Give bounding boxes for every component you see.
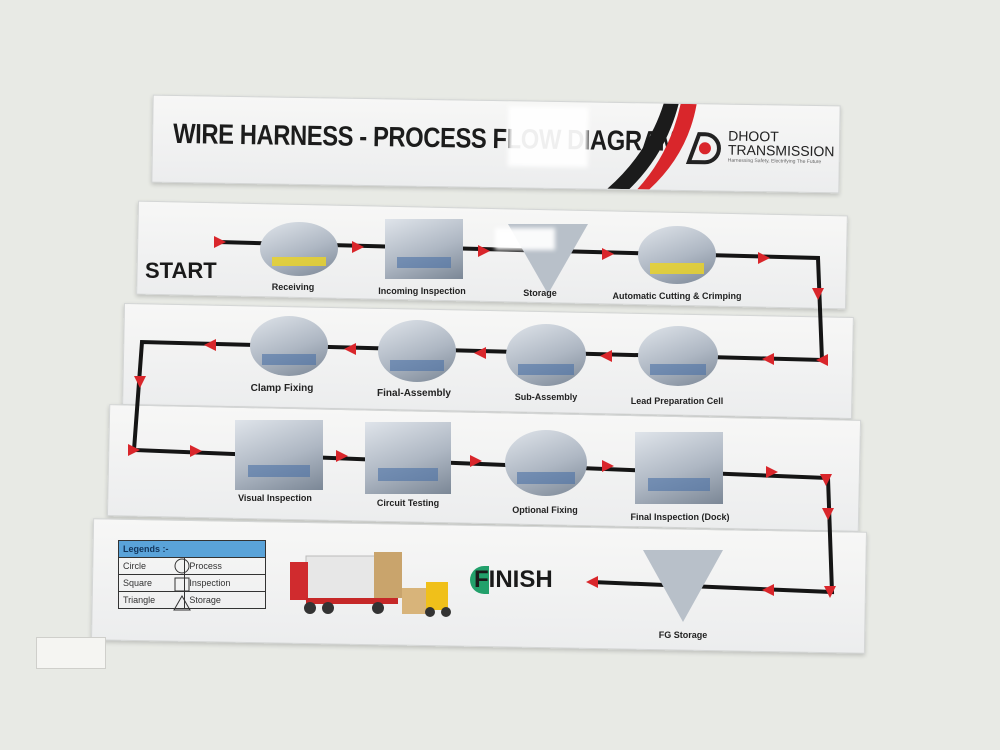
legend-shape-icons: [173, 558, 191, 611]
inspection-circuit-testing-image: [365, 422, 451, 494]
step-automatic-cutting-crimping: Automatic Cutting & Crimping: [612, 291, 742, 301]
glare: [495, 228, 555, 250]
triangle-icon: [173, 594, 191, 611]
step-storage: Storage: [523, 288, 557, 298]
arrow-left: [762, 353, 774, 365]
process-final-assembly-image: [378, 320, 456, 382]
arrow-right: [128, 444, 140, 456]
step-circuit-testing: Circuit Testing: [376, 498, 440, 508]
arrow-right: [602, 248, 614, 260]
flow-path: [131, 240, 835, 595]
arrow-down: [134, 376, 146, 388]
arrow-right: [766, 466, 778, 478]
step-optional-fixing: Optional Fixing: [512, 505, 578, 515]
inspection-final-dock-image: [635, 432, 723, 504]
step-incoming-inspection: Incoming Inspection: [378, 286, 466, 296]
step-lead-preparation-cell: Lead Preparation Cell: [630, 396, 724, 406]
fg-storage-triangle: [643, 550, 723, 622]
step-clamp-fixing: Clamp Fixing: [250, 383, 314, 394]
inspection-visual-image: [235, 420, 323, 490]
process-cutting-image: [638, 226, 716, 284]
arrow-left: [816, 354, 828, 366]
brand-swoosh: [607, 103, 697, 190]
arrow-right: [470, 455, 482, 467]
arrow-left: [600, 350, 612, 362]
arrow-left: [474, 347, 486, 359]
step-final-assembly: Final-Assembly: [377, 388, 451, 399]
legend-title: Legends :-: [118, 540, 266, 558]
arrow-left: [344, 343, 356, 355]
step-visual-inspection: Visual Inspection: [238, 493, 312, 503]
process-optional-fixing-image: [505, 430, 587, 496]
arrow-right: [214, 236, 226, 248]
truck-forklift-icon: [290, 552, 451, 617]
square-icon: [174, 577, 190, 592]
inspection-incoming-image: [385, 219, 463, 279]
start-label: START: [145, 258, 217, 283]
arrow-left: [762, 584, 774, 596]
arrow-right: [352, 241, 364, 253]
arrow-right: [602, 460, 614, 472]
step-receiving: Receiving: [271, 282, 315, 292]
arrow-left: [204, 339, 216, 351]
arrow-right: [478, 245, 490, 257]
finish-label: FINISH: [470, 566, 557, 594]
process-sub-assembly-image: [506, 324, 586, 386]
arrow-right: [758, 252, 770, 264]
arrow-right: [190, 445, 202, 457]
process-clamp-fixing-image: [250, 316, 328, 376]
arrow-left: [586, 576, 598, 588]
arrow-down: [820, 474, 832, 486]
step-sub-assembly: Sub-Assembly: [514, 392, 578, 402]
title-board: WIRE HARNESS - PROCESS FLOW DIAGRAM DHOO…: [151, 94, 841, 194]
legend-meaning: Storage: [184, 591, 266, 609]
arrow-down: [812, 288, 824, 300]
arrow-down: [822, 508, 834, 520]
process-receiving-image: [260, 222, 338, 276]
arrow-right: [336, 450, 348, 462]
step-fg-storage: FG Storage: [658, 630, 708, 640]
dhoot-logo-icon: [685, 132, 721, 165]
wall-switch-outlet: [36, 637, 106, 669]
step-final-inspection-dock: Final Inspection (Dock): [630, 512, 730, 522]
arrow-down: [824, 586, 836, 598]
process-lead-prep-image: [638, 326, 718, 386]
circle-icon: [174, 558, 190, 574]
